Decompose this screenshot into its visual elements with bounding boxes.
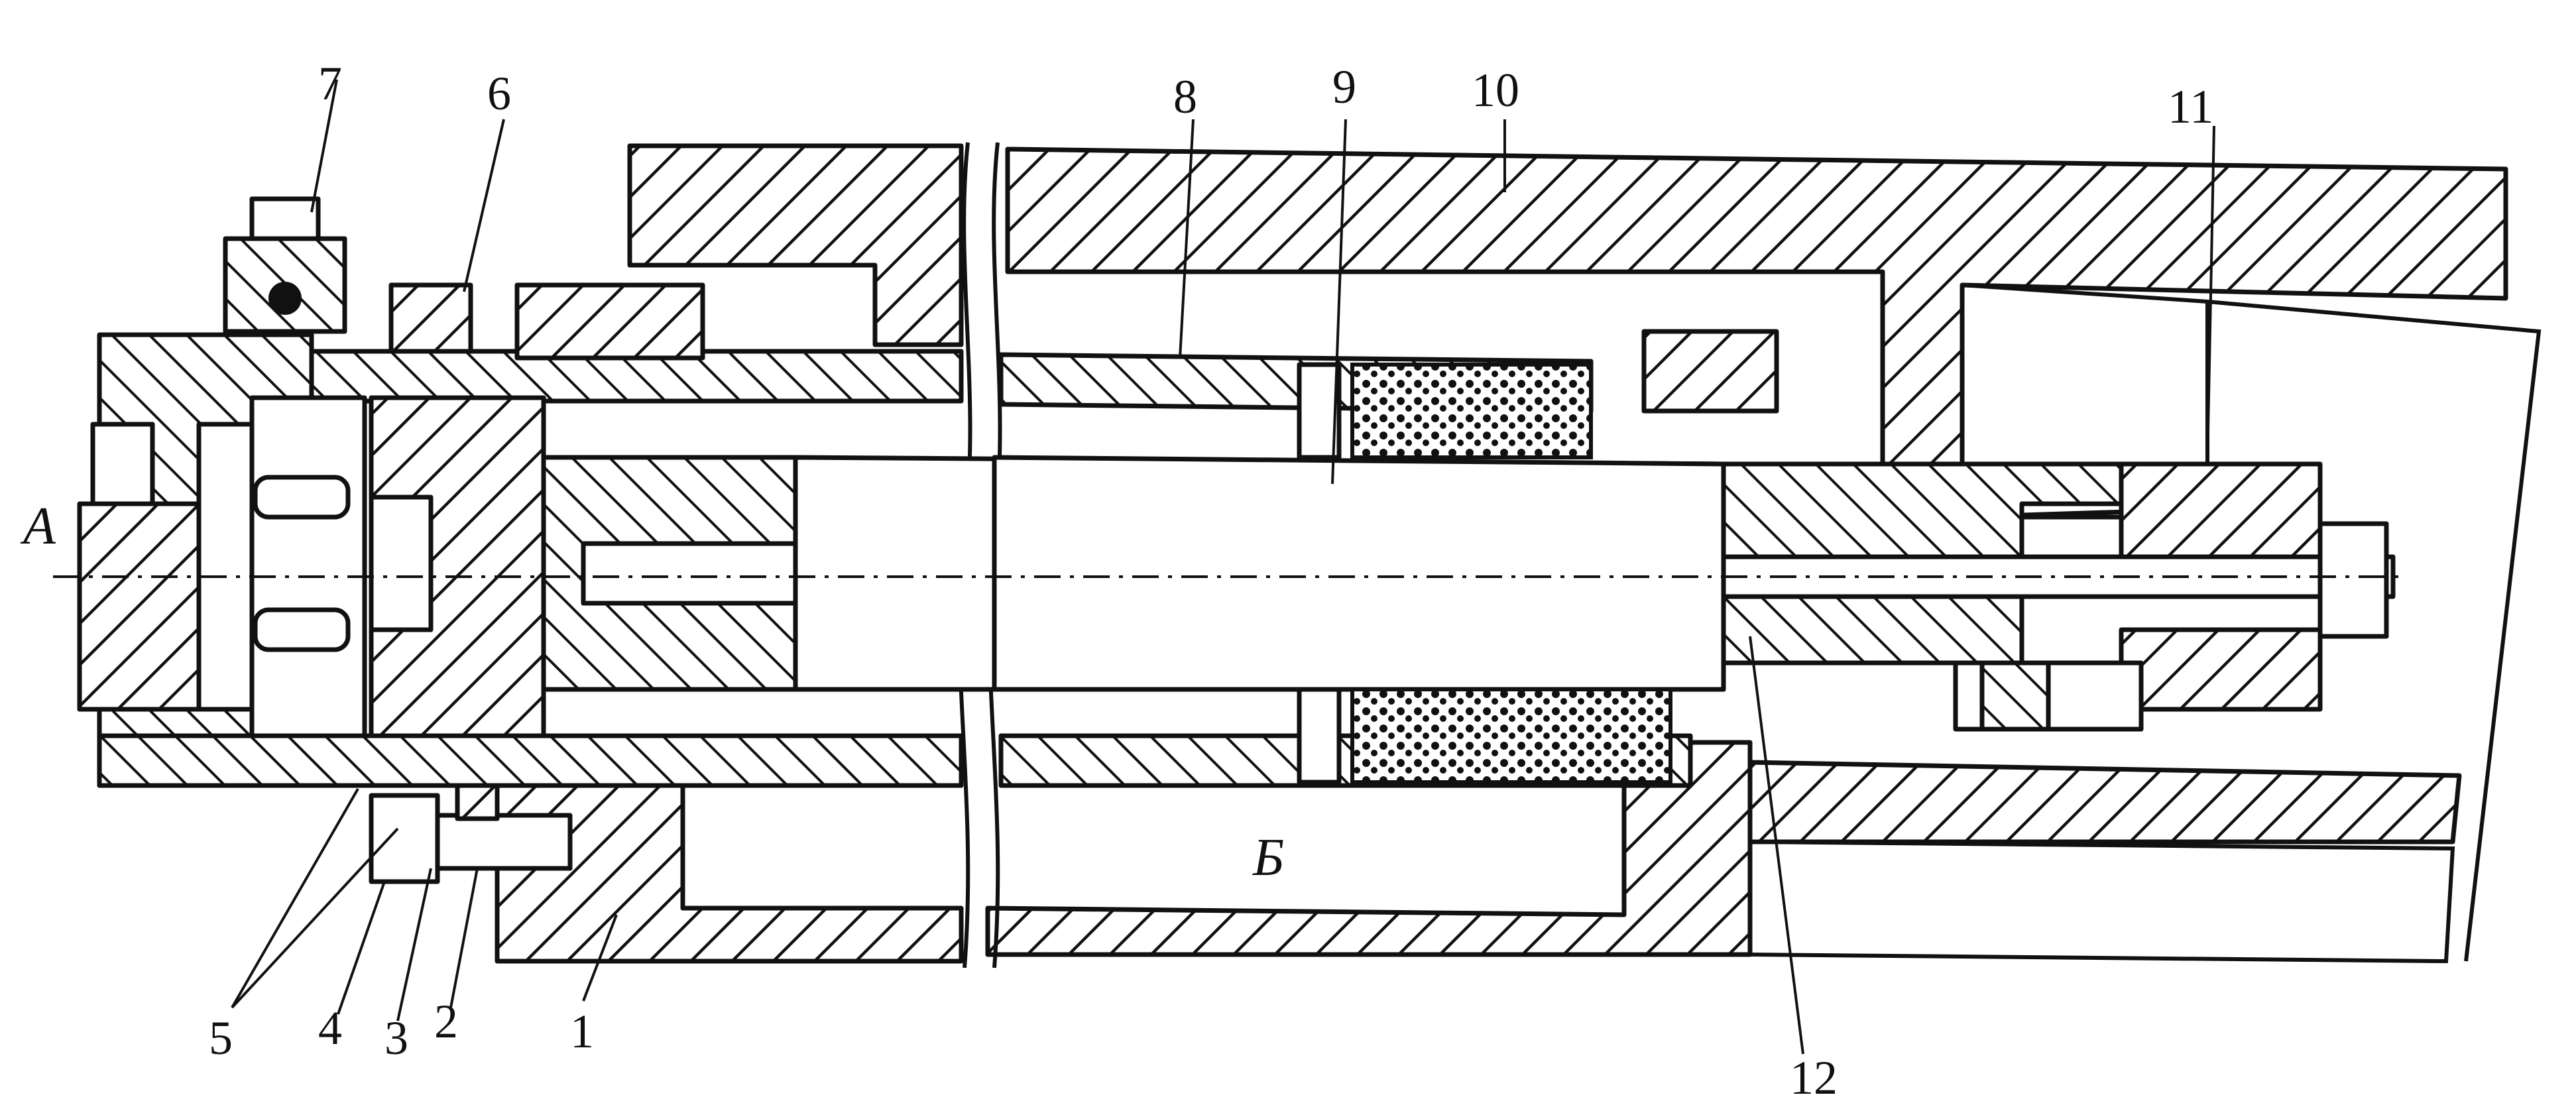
label-9: 9 [1332,60,1356,113]
label-3: 3 [384,1012,408,1065]
seal-packs [1297,329,1779,785]
label-a: А [20,497,56,555]
label-8: 8 [1173,70,1197,123]
left-end-cap [77,332,546,738]
label-b: Б [1252,829,1284,887]
key-assembly [369,783,573,884]
gland-ring [514,282,705,361]
label-1: 1 [570,1005,594,1058]
label-6: 6 [487,67,511,120]
label-4: 4 [318,1002,342,1055]
label-7: 7 [318,57,342,110]
label-2: 2 [434,995,458,1048]
oil-fitting [223,196,347,334]
leader-lines [231,79,2215,1055]
right-end-assembly [1721,461,2396,732]
label-5: 5 [209,1012,233,1065]
label-11: 11 [2168,80,2213,133]
part-labels: 7 6 8 9 10 11 12 1 2 3 4 5 А Б [20,57,2213,1104]
piston-rod [541,455,1726,692]
ring-nut [388,282,473,354]
label-12: 12 [1790,1051,1838,1104]
label-10: 10 [1472,64,1519,117]
